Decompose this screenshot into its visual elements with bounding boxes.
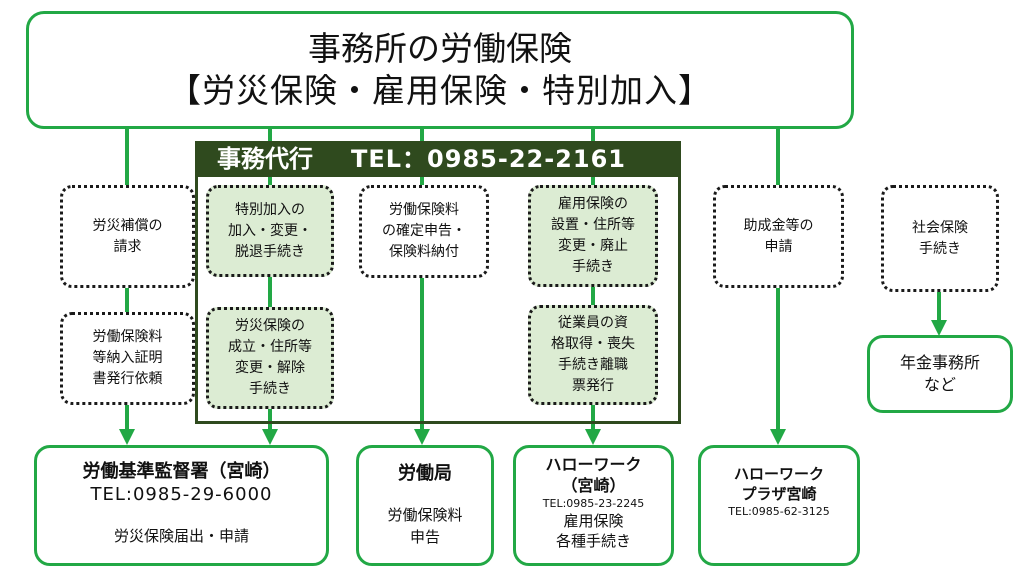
- procedure-employee: 従業員の資 格取得・喪失 手続き離職 票発行: [528, 305, 658, 405]
- procedure-social: 社会保険 手続き: [881, 185, 999, 292]
- office-kantoku-tel: TEL:0985-29-6000: [90, 484, 273, 505]
- office-hellowork-name: ハローワーク （宮崎）: [545, 455, 642, 495]
- top-title: 事務所の労働保険: [308, 29, 572, 68]
- top-subtitle: 【労災保険・雇用保険・特別加入】: [168, 71, 712, 110]
- office-kantoku-desc: 労災保険届出・申請: [113, 527, 249, 545]
- agency-tel: TEL：0985-22-2161: [351, 145, 626, 173]
- office-roudoukyoku: 労働局 労働保険料 申告: [356, 445, 494, 566]
- procedure-rousai-setup: 労災保険の 成立・住所等 変更・解除 手続き: [206, 307, 334, 409]
- agency-header: 事務代行 TEL：0985-22-2161: [195, 141, 681, 177]
- procedure-rousai-claim: 労災補償の 請求: [60, 185, 195, 288]
- procedure-certificate: 労働保険料 等納入証明 書発行依頼: [60, 312, 195, 405]
- office-plaza-tel: TEL:0985-62-3125: [728, 505, 830, 518]
- procedure-koyou-setup: 雇用保険の 設置・住所等 変更・廃止 手続き: [528, 185, 658, 287]
- office-plaza-name: ハローワーク プラザ宮崎: [733, 465, 824, 503]
- office-nenkin: 年金事務所 など: [867, 335, 1013, 413]
- office-kantoku-name: 労働基準監督署（宮崎）: [82, 461, 281, 482]
- office-plaza: ハローワーク プラザ宮崎 TEL:0985-62-3125: [698, 445, 860, 566]
- office-hellowork-desc: 雇用保険 各種手続き: [555, 512, 631, 550]
- procedure-tokubetsu: 特別加入の 加入・変更・ 脱退手続き: [206, 185, 334, 277]
- office-kantoku: 労働基準監督署（宮崎） TEL:0985-29-6000 労災保険届出・申請: [34, 445, 329, 566]
- office-hellowork: ハローワーク （宮崎） TEL:0985-23-2245 雇用保険 各種手続き: [513, 445, 674, 566]
- procedure-premium: 労働保険料 の確定申告・ 保険料納付: [359, 185, 489, 278]
- agency-label: 事務代行: [217, 145, 313, 173]
- procedure-subsidy: 助成金等の 申請: [713, 185, 844, 288]
- office-roudoukyoku-name: 労働局: [398, 463, 452, 484]
- office-nenkin-name: 年金事務所 など: [899, 353, 980, 394]
- office-roudoukyoku-desc: 労働保険料 申告: [387, 506, 463, 546]
- office-hellowork-tel: TEL:0985-23-2245: [542, 497, 645, 510]
- top-title-box: 事務所の労働保険 【労災保険・雇用保険・特別加入】: [26, 11, 854, 129]
